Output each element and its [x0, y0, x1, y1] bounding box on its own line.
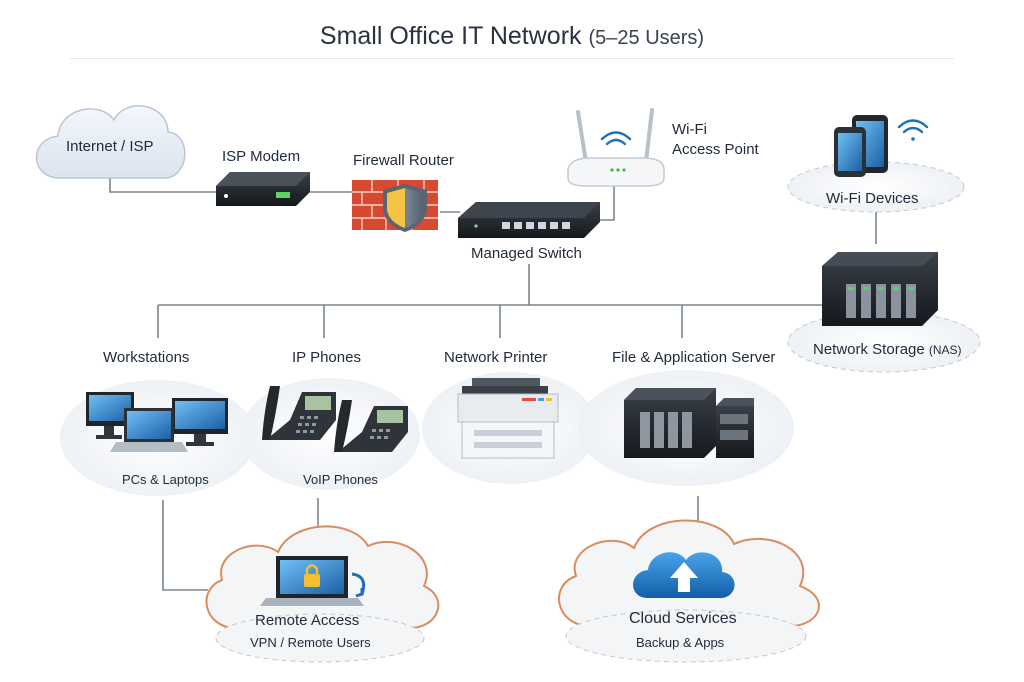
- modem-icon: [216, 172, 310, 206]
- firewall-icon: [352, 180, 438, 232]
- modem-label: ISP Modem: [222, 148, 301, 165]
- internet-label: Internet / ISP: [66, 138, 154, 155]
- ap-label-line2: Access Point: [672, 141, 759, 158]
- nas-label: Network Storage (NAS): [813, 341, 962, 358]
- internet-cloud-icon: [35, 105, 186, 179]
- title-divider: [70, 58, 954, 59]
- cloud-services-label: Cloud Services: [629, 610, 737, 627]
- switch-label: Managed Switch: [471, 245, 582, 262]
- ip-phones-label: IP Phones: [292, 349, 361, 366]
- ip-phones-caption: VoIP Phones: [303, 472, 378, 487]
- wifi-router-icon: [567, 108, 665, 187]
- remote-access-caption: VPN / Remote Users: [250, 635, 371, 650]
- workstations-label: Workstations: [103, 349, 190, 366]
- wifi-signal-icon: [897, 119, 929, 141]
- printer-label: Network Printer: [444, 349, 548, 366]
- smartphone-icon: [834, 115, 888, 177]
- laptop-lock-icon: [260, 556, 366, 606]
- nas-label-main: Network Storage: [813, 341, 925, 358]
- connection-lines: [109, 178, 877, 591]
- nas-label-suffix: (NAS): [928, 343, 962, 357]
- workstations-caption: PCs & Laptops: [122, 472, 209, 487]
- page-title: Small Office IT Network (5–25 Users): [0, 22, 1024, 51]
- server-label: File & Application Server: [612, 349, 776, 366]
- wifi-devices-label: Wi-Fi Devices: [826, 190, 919, 207]
- link-internet-modem: [109, 178, 216, 193]
- link-ap-switch: [600, 185, 615, 221]
- phone-icon: [262, 386, 408, 452]
- switch-icon: [458, 202, 600, 238]
- title-sub: (5–25 Users): [588, 27, 705, 49]
- link-workstations-remote: [162, 500, 208, 591]
- printer-icon: [457, 378, 559, 459]
- computer-icon: [86, 392, 228, 452]
- cloud-upload-icon: [633, 552, 735, 598]
- nas-icon: [822, 252, 938, 326]
- ap-label-line1: Wi-Fi: [672, 121, 707, 138]
- remote-access-label: Remote Access: [255, 612, 360, 629]
- title-main: Small Office IT Network: [319, 22, 582, 50]
- server-icon: [624, 388, 754, 458]
- cloud-services-caption: Backup & Apps: [636, 635, 725, 650]
- firewall-label: Firewall Router: [353, 152, 454, 169]
